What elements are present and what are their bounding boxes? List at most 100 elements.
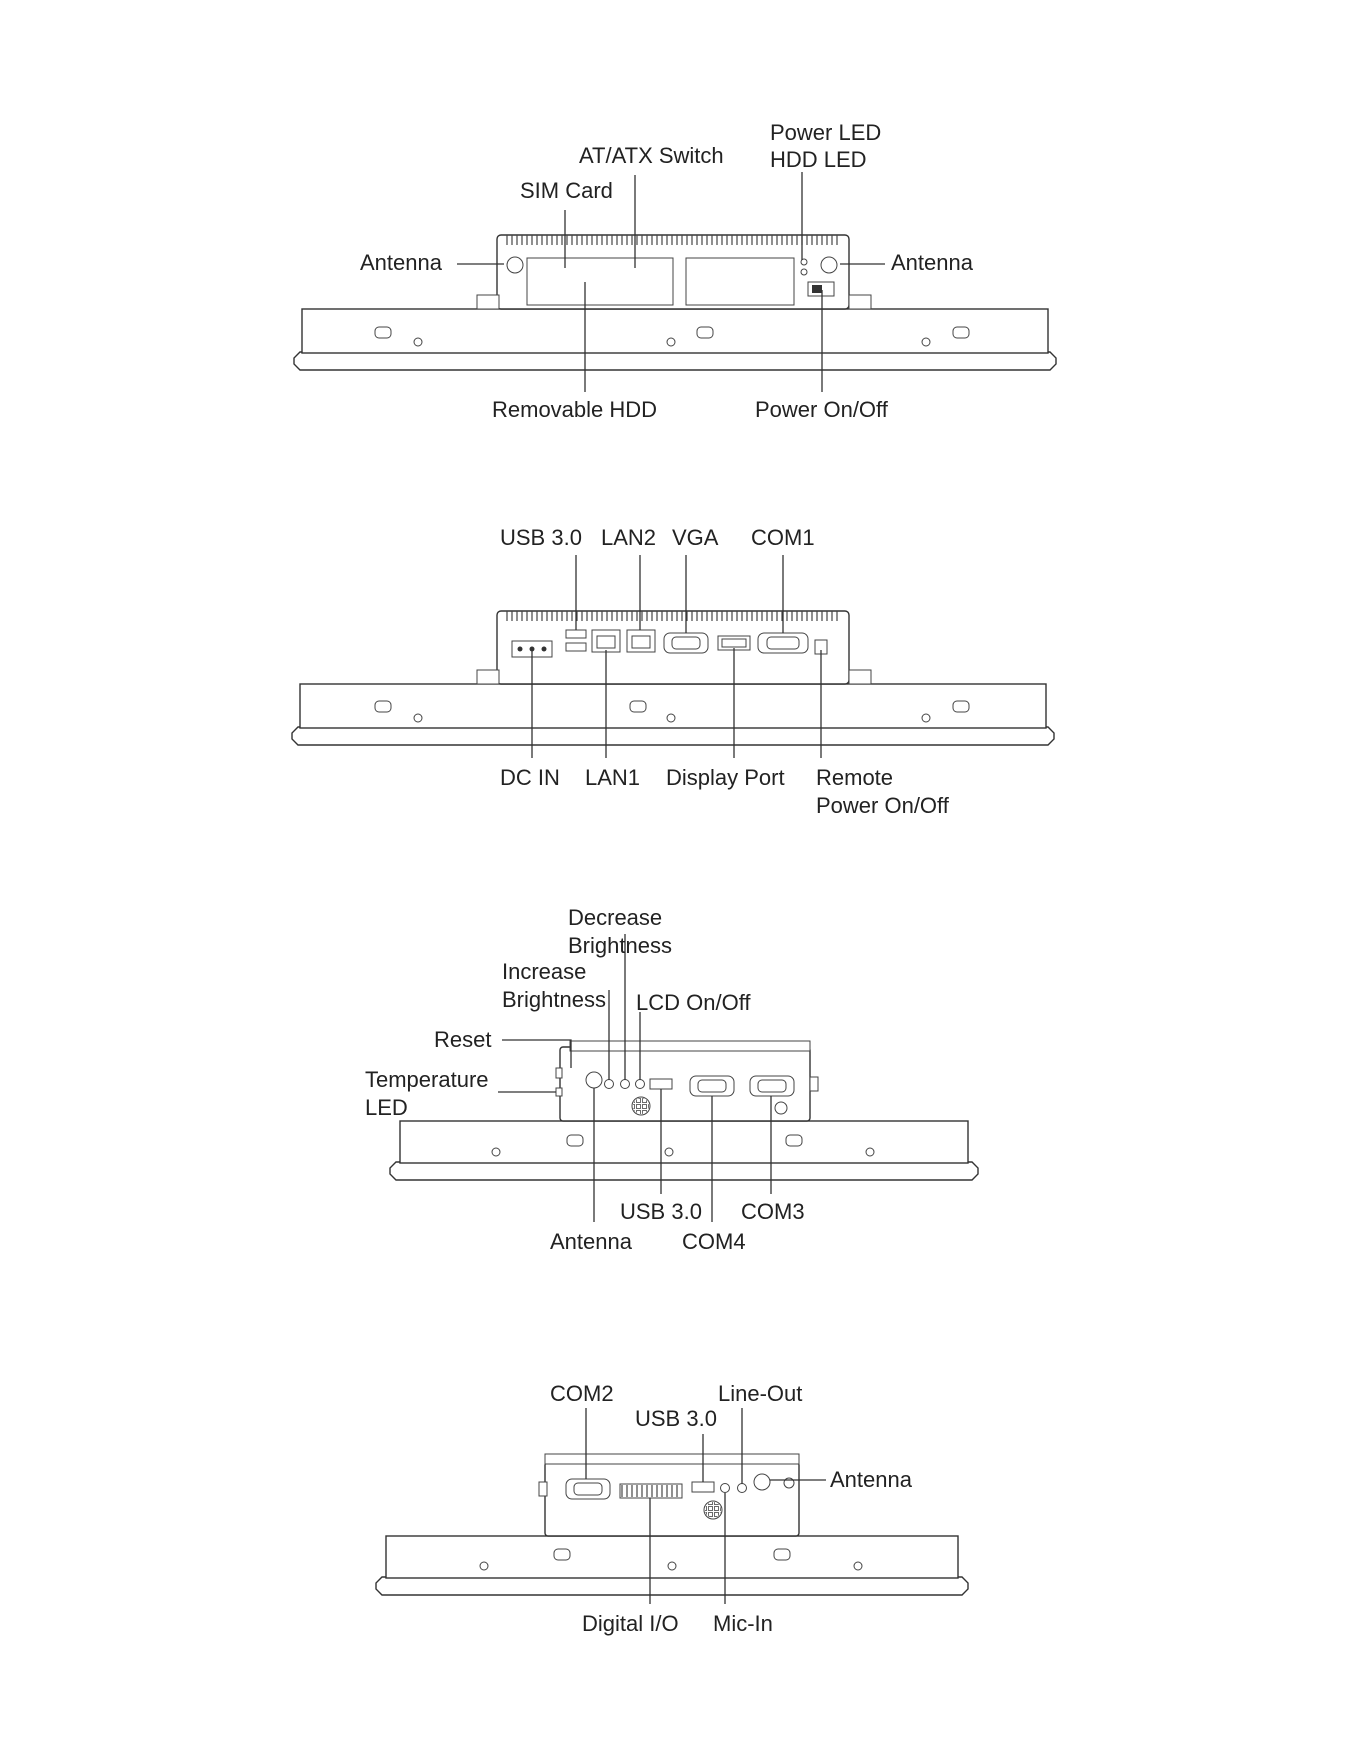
- label-com4: COM4: [682, 1229, 746, 1254]
- label-remote-line2: Power On/Off: [816, 793, 950, 818]
- label-temp-line1: Temperature: [365, 1067, 489, 1092]
- left-panel-slot-2: [785, 1134, 803, 1147]
- rear-fins: [505, 611, 841, 621]
- top-screw-2: [666, 337, 676, 347]
- top-bezel: [293, 351, 1057, 371]
- top-panel-body: [301, 308, 1049, 354]
- rear-view: USB 3.0 LAN2 VGA COM1 DC IN LAN1 Display…: [291, 525, 1055, 818]
- top-second-bay: [685, 257, 795, 306]
- lan2-port-inner: [631, 635, 651, 649]
- label-sim-card: SIM Card: [520, 178, 613, 203]
- top-foot-right: [848, 294, 872, 310]
- label-line-out: Line-Out: [718, 1381, 802, 1406]
- label-lan2: LAN2: [601, 525, 656, 550]
- left-antenna-connector: [585, 1071, 603, 1089]
- power-led-icon: [800, 258, 808, 266]
- label-power-on-off: Power On/Off: [755, 397, 889, 422]
- label-com1: COM1: [751, 525, 815, 550]
- label-power-led: Power LED: [770, 120, 881, 145]
- label-antenna-right: Antenna: [891, 250, 974, 275]
- label-left-antenna: Antenna: [550, 1229, 633, 1254]
- right-screw-1: [479, 1561, 489, 1571]
- rear-screw-1: [413, 713, 423, 723]
- left-usb-port: [649, 1078, 673, 1090]
- decrease-brightness-button: [620, 1079, 630, 1089]
- rear-bezel: [291, 726, 1055, 746]
- right-panel-slot-1: [553, 1548, 571, 1561]
- left-screw-2: [664, 1147, 674, 1157]
- label-removable-hdd: Removable HDD: [492, 397, 657, 422]
- lan1-port-inner: [596, 635, 616, 649]
- top-panel-slot-2: [696, 326, 714, 339]
- label-rear-usb30: USB 3.0: [500, 525, 582, 550]
- right-screw-3: [853, 1561, 863, 1571]
- right-panel-body: [385, 1535, 959, 1579]
- top-antenna-right-connector: [820, 256, 838, 274]
- label-hdd-led: HDD LED: [770, 147, 867, 172]
- left-screw-3: [865, 1147, 875, 1157]
- label-decrease-line1: Decrease: [568, 905, 662, 930]
- label-right-usb30: USB 3.0: [635, 1406, 717, 1431]
- left-side-view: Decrease Brightness Increase Brightness …: [365, 905, 979, 1254]
- com1-port-inner: [766, 636, 800, 650]
- label-increase-line2: Brightness: [502, 987, 606, 1012]
- label-com2: COM2: [550, 1381, 614, 1406]
- rear-panel-slot-3: [952, 700, 970, 713]
- top-panel-slot-1: [374, 326, 392, 339]
- removable-hdd-bay: [526, 257, 674, 306]
- rear-panel-slot-2: [629, 700, 647, 713]
- rear-screw-2: [666, 713, 676, 723]
- right-panel-slot-2: [773, 1548, 791, 1561]
- rear-screw-3: [921, 713, 931, 723]
- label-left-usb30: USB 3.0: [620, 1199, 702, 1224]
- right-usb-port: [691, 1481, 715, 1493]
- top-fins: [505, 235, 841, 245]
- left-side-clip: [809, 1076, 819, 1092]
- vga-port-inner: [671, 636, 701, 650]
- label-lan1: LAN1: [585, 765, 640, 790]
- top-antenna-left-connector: [506, 256, 524, 274]
- left-chassis-top: [569, 1040, 811, 1052]
- com2-port-inner: [573, 1482, 603, 1496]
- left-panel-slot-1: [566, 1134, 584, 1147]
- right-side-clip: [538, 1481, 548, 1497]
- rear-panel-slot-1: [374, 700, 392, 713]
- label-right-antenna: Antenna: [830, 1467, 913, 1492]
- top-screw-3: [921, 337, 931, 347]
- label-dc-in: DC IN: [500, 765, 560, 790]
- left-ground-screw: [774, 1101, 788, 1115]
- com3-port-inner: [757, 1079, 787, 1093]
- label-remote-line1: Remote: [816, 765, 893, 790]
- right-chassis-top: [544, 1453, 800, 1465]
- label-temp-line2: LED: [365, 1095, 408, 1120]
- display-port-inner: [721, 638, 747, 648]
- label-antenna-left: Antenna: [360, 250, 443, 275]
- increase-brightness-button: [604, 1079, 614, 1089]
- top-panel-slot-3: [952, 326, 970, 339]
- right-bezel: [375, 1576, 969, 1596]
- label-display-port: Display Port: [666, 765, 785, 790]
- com4-port-inner: [697, 1079, 727, 1093]
- label-at-atx-switch: AT/ATX Switch: [579, 143, 724, 168]
- label-digital-io: Digital I/O: [582, 1611, 679, 1636]
- leader-reset: [502, 1039, 572, 1068]
- rear-foot-left: [476, 669, 500, 685]
- top-view: Power LED HDD LED AT/ATX Switch SIM Card…: [293, 120, 1057, 422]
- label-vga: VGA: [672, 525, 719, 550]
- label-com3: COM3: [741, 1199, 805, 1224]
- temperature-led: [555, 1087, 563, 1097]
- rear-usb-port-1: [565, 629, 587, 639]
- label-increase-line1: Increase: [502, 959, 586, 984]
- right-screw-2: [667, 1561, 677, 1571]
- right-side-view: COM2 Line-Out USB 3.0 Antenna Digital I/…: [375, 1381, 969, 1636]
- label-lcd-on-off: LCD On/Off: [636, 990, 751, 1015]
- left-bezel: [389, 1161, 979, 1181]
- right-antenna-connector: [753, 1473, 771, 1491]
- line-out-jack: [737, 1483, 747, 1493]
- left-screw-1: [491, 1147, 501, 1157]
- hdd-led-icon: [800, 268, 808, 276]
- reset-button: [555, 1067, 563, 1079]
- label-reset: Reset: [434, 1027, 491, 1052]
